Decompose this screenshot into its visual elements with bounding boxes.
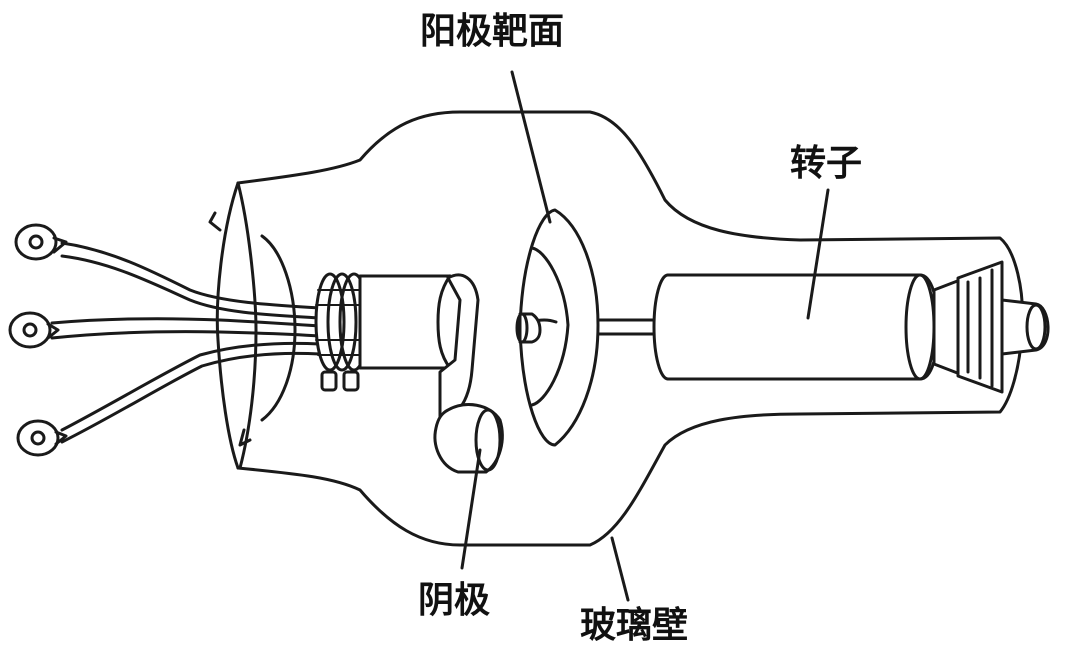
ring-terminal-bottom (16, 419, 68, 457)
leader-lines (460, 70, 830, 602)
label-glass-wall: 玻璃壁 (580, 605, 689, 646)
label-rotor: 转子 (790, 143, 863, 184)
leader-glass (610, 536, 630, 602)
ring-terminal-top (14, 223, 68, 261)
ring-terminal-middle (8, 311, 60, 349)
anode-target (515, 208, 600, 447)
rotor-shaft (596, 318, 657, 336)
leader-cathode (460, 448, 482, 570)
lead-wires (50, 241, 322, 444)
leader-rotor (806, 188, 830, 320)
label-anode-target: 阳极靶面 (420, 11, 565, 52)
cathode-assembly (314, 272, 504, 474)
leader-anode (510, 70, 552, 224)
label-cathode: 阴极 (418, 580, 491, 621)
rotor (652, 260, 1050, 394)
